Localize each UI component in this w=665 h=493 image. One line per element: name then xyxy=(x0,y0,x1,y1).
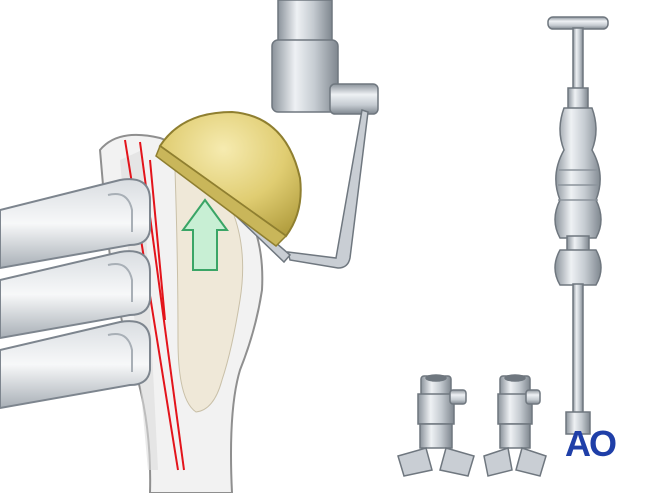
prosthetic-head xyxy=(155,110,302,247)
head-holder-tip xyxy=(397,374,475,477)
retractor xyxy=(0,178,151,410)
impactor-handle xyxy=(547,16,609,435)
direction-arrow xyxy=(181,198,229,271)
head-holder-tip xyxy=(483,374,547,477)
ao-logo: AO xyxy=(565,423,617,464)
